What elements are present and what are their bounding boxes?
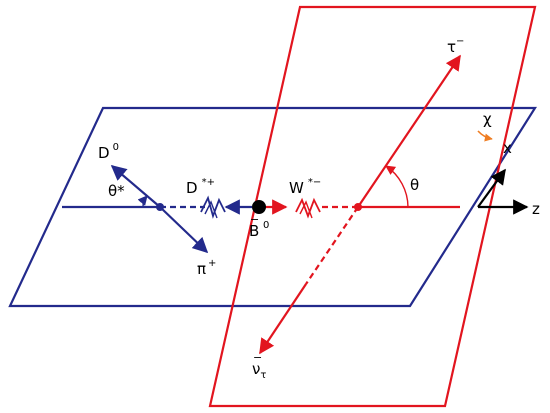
chi-label: χ	[483, 110, 492, 128]
theta-arc	[385, 165, 409, 208]
dstar-decay-plane	[8, 106, 537, 308]
nu-label: ντ	[252, 360, 266, 381]
x-axis-label: x	[503, 139, 512, 157]
bbar-superscript: 0	[263, 220, 269, 231]
wstar-label: W*−	[289, 177, 321, 197]
bbar-overbar: −	[250, 213, 259, 226]
dstar-vertex	[156, 203, 164, 211]
z-axis-label: z	[532, 200, 540, 218]
bbar-label: B	[249, 222, 259, 240]
x-axis-arrow	[477, 168, 506, 208]
pi-label: π+	[197, 258, 216, 278]
tau-label: τ−	[447, 36, 464, 56]
nu-dashed-line	[305, 206, 359, 285]
tau-arrow	[357, 54, 461, 208]
nu-overbar: −	[253, 351, 262, 364]
dstar-label: D*+	[186, 177, 215, 197]
bbar-vertex	[252, 200, 266, 214]
wstar-vertex	[354, 203, 362, 211]
theta-star-label: θ*	[108, 182, 125, 200]
dstar-propagator-zigzag-2	[204, 200, 218, 219]
theta-label: θ	[410, 176, 419, 194]
dstar-propagator-zigzag	[200, 195, 226, 219]
d0-arrow	[110, 164, 161, 208]
chi-arc	[477, 130, 493, 142]
wstar-decay-plane	[208, 5, 537, 408]
nu-arrow	[259, 283, 307, 355]
wstar-propagator-zigzag	[295, 197, 321, 219]
wstar-propagator-zigzag-2	[299, 200, 313, 219]
theta-star-arc	[137, 195, 148, 208]
pi-arrow	[159, 206, 209, 254]
